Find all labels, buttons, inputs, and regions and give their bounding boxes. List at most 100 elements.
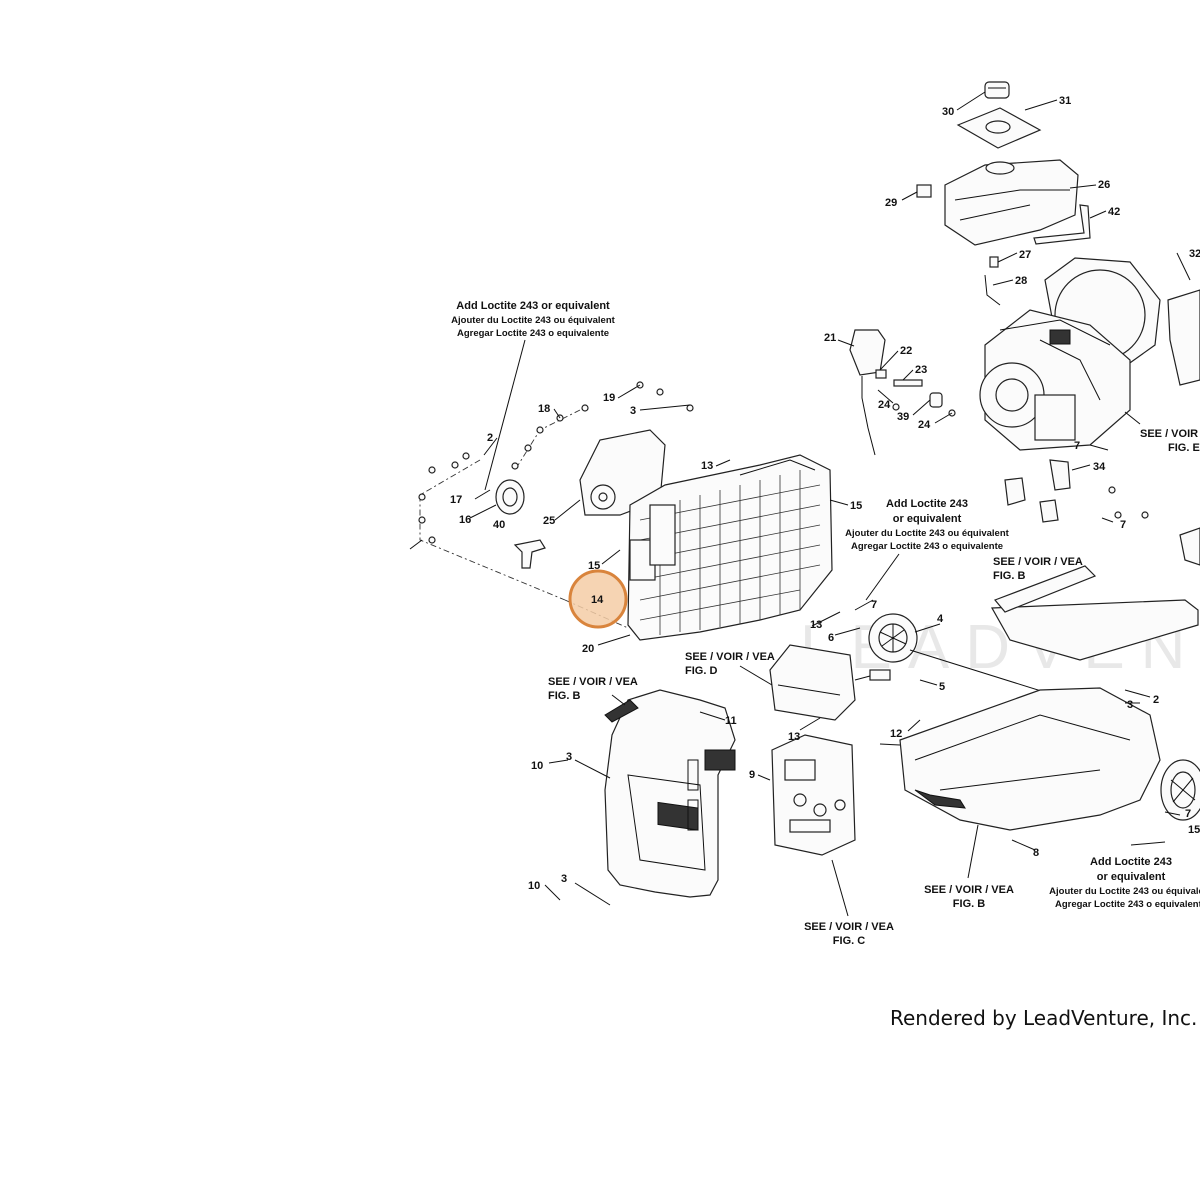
callout-42: 42 [1108, 206, 1120, 218]
callout-7c: 7 [1120, 519, 1126, 531]
callout-23: 23 [915, 364, 927, 376]
svg-text:Ajouter du Loctite 243 ou équi: Ajouter du Loctite 243 ou équivalent [1049, 886, 1200, 897]
svg-text:Add Loctite 243: Add Loctite 243 [886, 498, 968, 510]
callout-24b: 24 [918, 419, 931, 431]
callout-29: 29 [885, 197, 897, 209]
callout-34: 34 [1093, 461, 1106, 473]
callout-3d: 3 [1127, 699, 1133, 711]
svg-text:FIG. E: FIG. E [1168, 442, 1200, 454]
callout-3a: 3 [630, 405, 636, 417]
svg-text:Add Loctite 243 or equivalent: Add Loctite 243 or equivalent [456, 300, 610, 312]
callout-31: 31 [1059, 95, 1071, 107]
svg-text:Ajouter du Loctite 243 ou équi: Ajouter du Loctite 243 ou équivalent [451, 315, 615, 326]
choke-rod [893, 379, 923, 387]
fuel-hose [984, 274, 1001, 306]
svg-text:FIG. C: FIG. C [833, 935, 865, 947]
callout-22: 22 [900, 345, 912, 357]
callout-6: 6 [828, 632, 834, 644]
callout-5: 5 [939, 681, 945, 693]
side-panel-15 [627, 454, 833, 641]
washer-24a [892, 403, 900, 411]
svg-text:Agregar Loctite 243 o equivale: Agregar Loctite 243 o equivalente [851, 541, 1003, 552]
note-see-fig-b-mid: SEE / VOIR / VEA FIG. B [993, 556, 1083, 582]
callout-10a: 10 [531, 760, 543, 772]
handle-grip-right [1179, 527, 1200, 566]
inverter-module [769, 644, 891, 721]
callout-3b: 3 [566, 751, 572, 763]
mount-brackets [1004, 459, 1149, 523]
tank-grommet [916, 184, 932, 198]
fuel-valve [989, 256, 999, 268]
callout-40: 40 [493, 519, 505, 531]
callout-14: 14 [591, 594, 604, 606]
callout-16: 16 [459, 514, 471, 526]
svg-text:FIG. B: FIG. B [993, 570, 1025, 582]
front-frame [604, 689, 736, 898]
note-see-fig-c: SEE / VOIR / VEA FIG. C [804, 921, 894, 947]
callout-27: 27 [1019, 249, 1031, 261]
svg-text:SEE / VOIR / VEA: SEE / VOIR / VEA [924, 884, 1014, 896]
svg-text:SEE / VOIR / VEA: SEE / VOIR / VEA [548, 676, 638, 688]
screw-chain-left [418, 452, 566, 601]
callout-15c: 15 [1188, 824, 1200, 836]
note-see-fig-b-bottom: SEE / VOIR / VEA FIG. B [924, 884, 1014, 910]
tank-top-cover [956, 107, 1042, 149]
svg-text:or equivalent: or equivalent [1097, 871, 1166, 883]
wheel-right [1160, 759, 1200, 821]
choke-bracket [849, 329, 886, 456]
svg-text:SEE / VOIR / VEA: SEE / VOIR / VEA [993, 556, 1083, 568]
callout-21: 21 [824, 332, 836, 344]
callout-12: 12 [890, 728, 902, 740]
callout-7a: 7 [871, 599, 877, 611]
note-see-fig-d: SEE / VOIR / VEA FIG. D [685, 651, 775, 677]
callout-28: 28 [1015, 275, 1027, 287]
svg-text:Agregar Loctite 243 o equivale: Agregar Loctite 243 o equivalente [1055, 899, 1200, 910]
highlight-marker-14[interactable]: 14 [568, 569, 628, 629]
note-loctite-bottom: Add Loctite 243 or equivalent Ajouter du… [1049, 856, 1200, 910]
svg-text:FIG. D: FIG. D [685, 665, 717, 677]
choke-knob [929, 392, 943, 408]
callout-26: 26 [1098, 179, 1110, 191]
render-credit: Rendered by LeadVenture, Inc. [890, 1006, 1197, 1030]
callout-19: 19 [603, 392, 615, 404]
knob-40 [513, 539, 546, 569]
engine-assembly [979, 257, 1161, 451]
leader-lines [409, 91, 1191, 917]
note-see-fig-b-left: SEE / VOIR / VEA FIG. B [548, 676, 638, 702]
tank-strap [1033, 204, 1091, 245]
callout-7d: 7 [1074, 440, 1080, 452]
callout-13a: 13 [701, 460, 713, 472]
callout-25: 25 [543, 515, 555, 527]
callout-2a: 2 [487, 432, 493, 444]
callout-39: 39 [897, 411, 909, 423]
callout-9: 9 [749, 769, 755, 781]
callout-17: 17 [450, 494, 462, 506]
callout-15a: 15 [850, 500, 862, 512]
callout-13b: 13 [810, 619, 822, 631]
svg-text:Agregar Loctite 243 o equivale: Agregar Loctite 243 o equivalente [457, 328, 609, 339]
callout-7b: 7 [1185, 808, 1191, 820]
svg-text:FIG. B: FIG. B [548, 690, 580, 702]
callout-numbers: 30 31 26 29 42 27 28 32 21 22 23 24 39 2… [450, 95, 1200, 892]
leader-dash-14 [564, 599, 629, 629]
note-loctite-mid: Add Loctite 243 or equivalent Ajouter du… [845, 498, 1009, 552]
engine-side-fragment [1167, 289, 1200, 386]
cover-plate-25 [579, 429, 666, 516]
svg-text:SEE / VOIR / VEA: SEE / VOIR / VEA [685, 651, 775, 663]
choke-bushing [875, 369, 887, 379]
callout-10b: 10 [528, 880, 540, 892]
note-see-fig-e: SEE / VOIR / VEA FIG. E [1140, 428, 1200, 454]
callout-3c: 3 [561, 873, 567, 885]
svg-text:SEE / VOIR / VEA: SEE / VOIR / VEA [804, 921, 894, 933]
callout-15b: 15 [588, 560, 600, 572]
fuel-tank [944, 159, 1079, 246]
svg-text:SEE / VOIR / VEA: SEE / VOIR / VEA [1140, 428, 1200, 440]
callout-4: 4 [937, 613, 944, 625]
handle-tube [990, 565, 1199, 661]
note-loctite-top: Add Loctite 243 or equivalent Ajouter du… [451, 300, 615, 339]
grommet-16 [495, 479, 525, 515]
wheel-4 [868, 613, 918, 663]
callout-18: 18 [538, 403, 550, 415]
control-panel [771, 734, 856, 856]
